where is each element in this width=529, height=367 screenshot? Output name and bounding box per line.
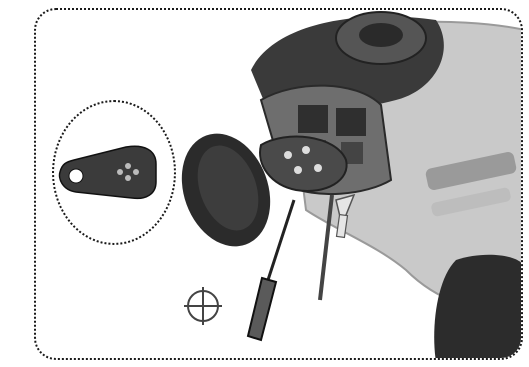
wrench-clip-icon	[54, 102, 178, 247]
crosshair-icon	[182, 285, 224, 327]
detail-callout	[52, 100, 176, 245]
